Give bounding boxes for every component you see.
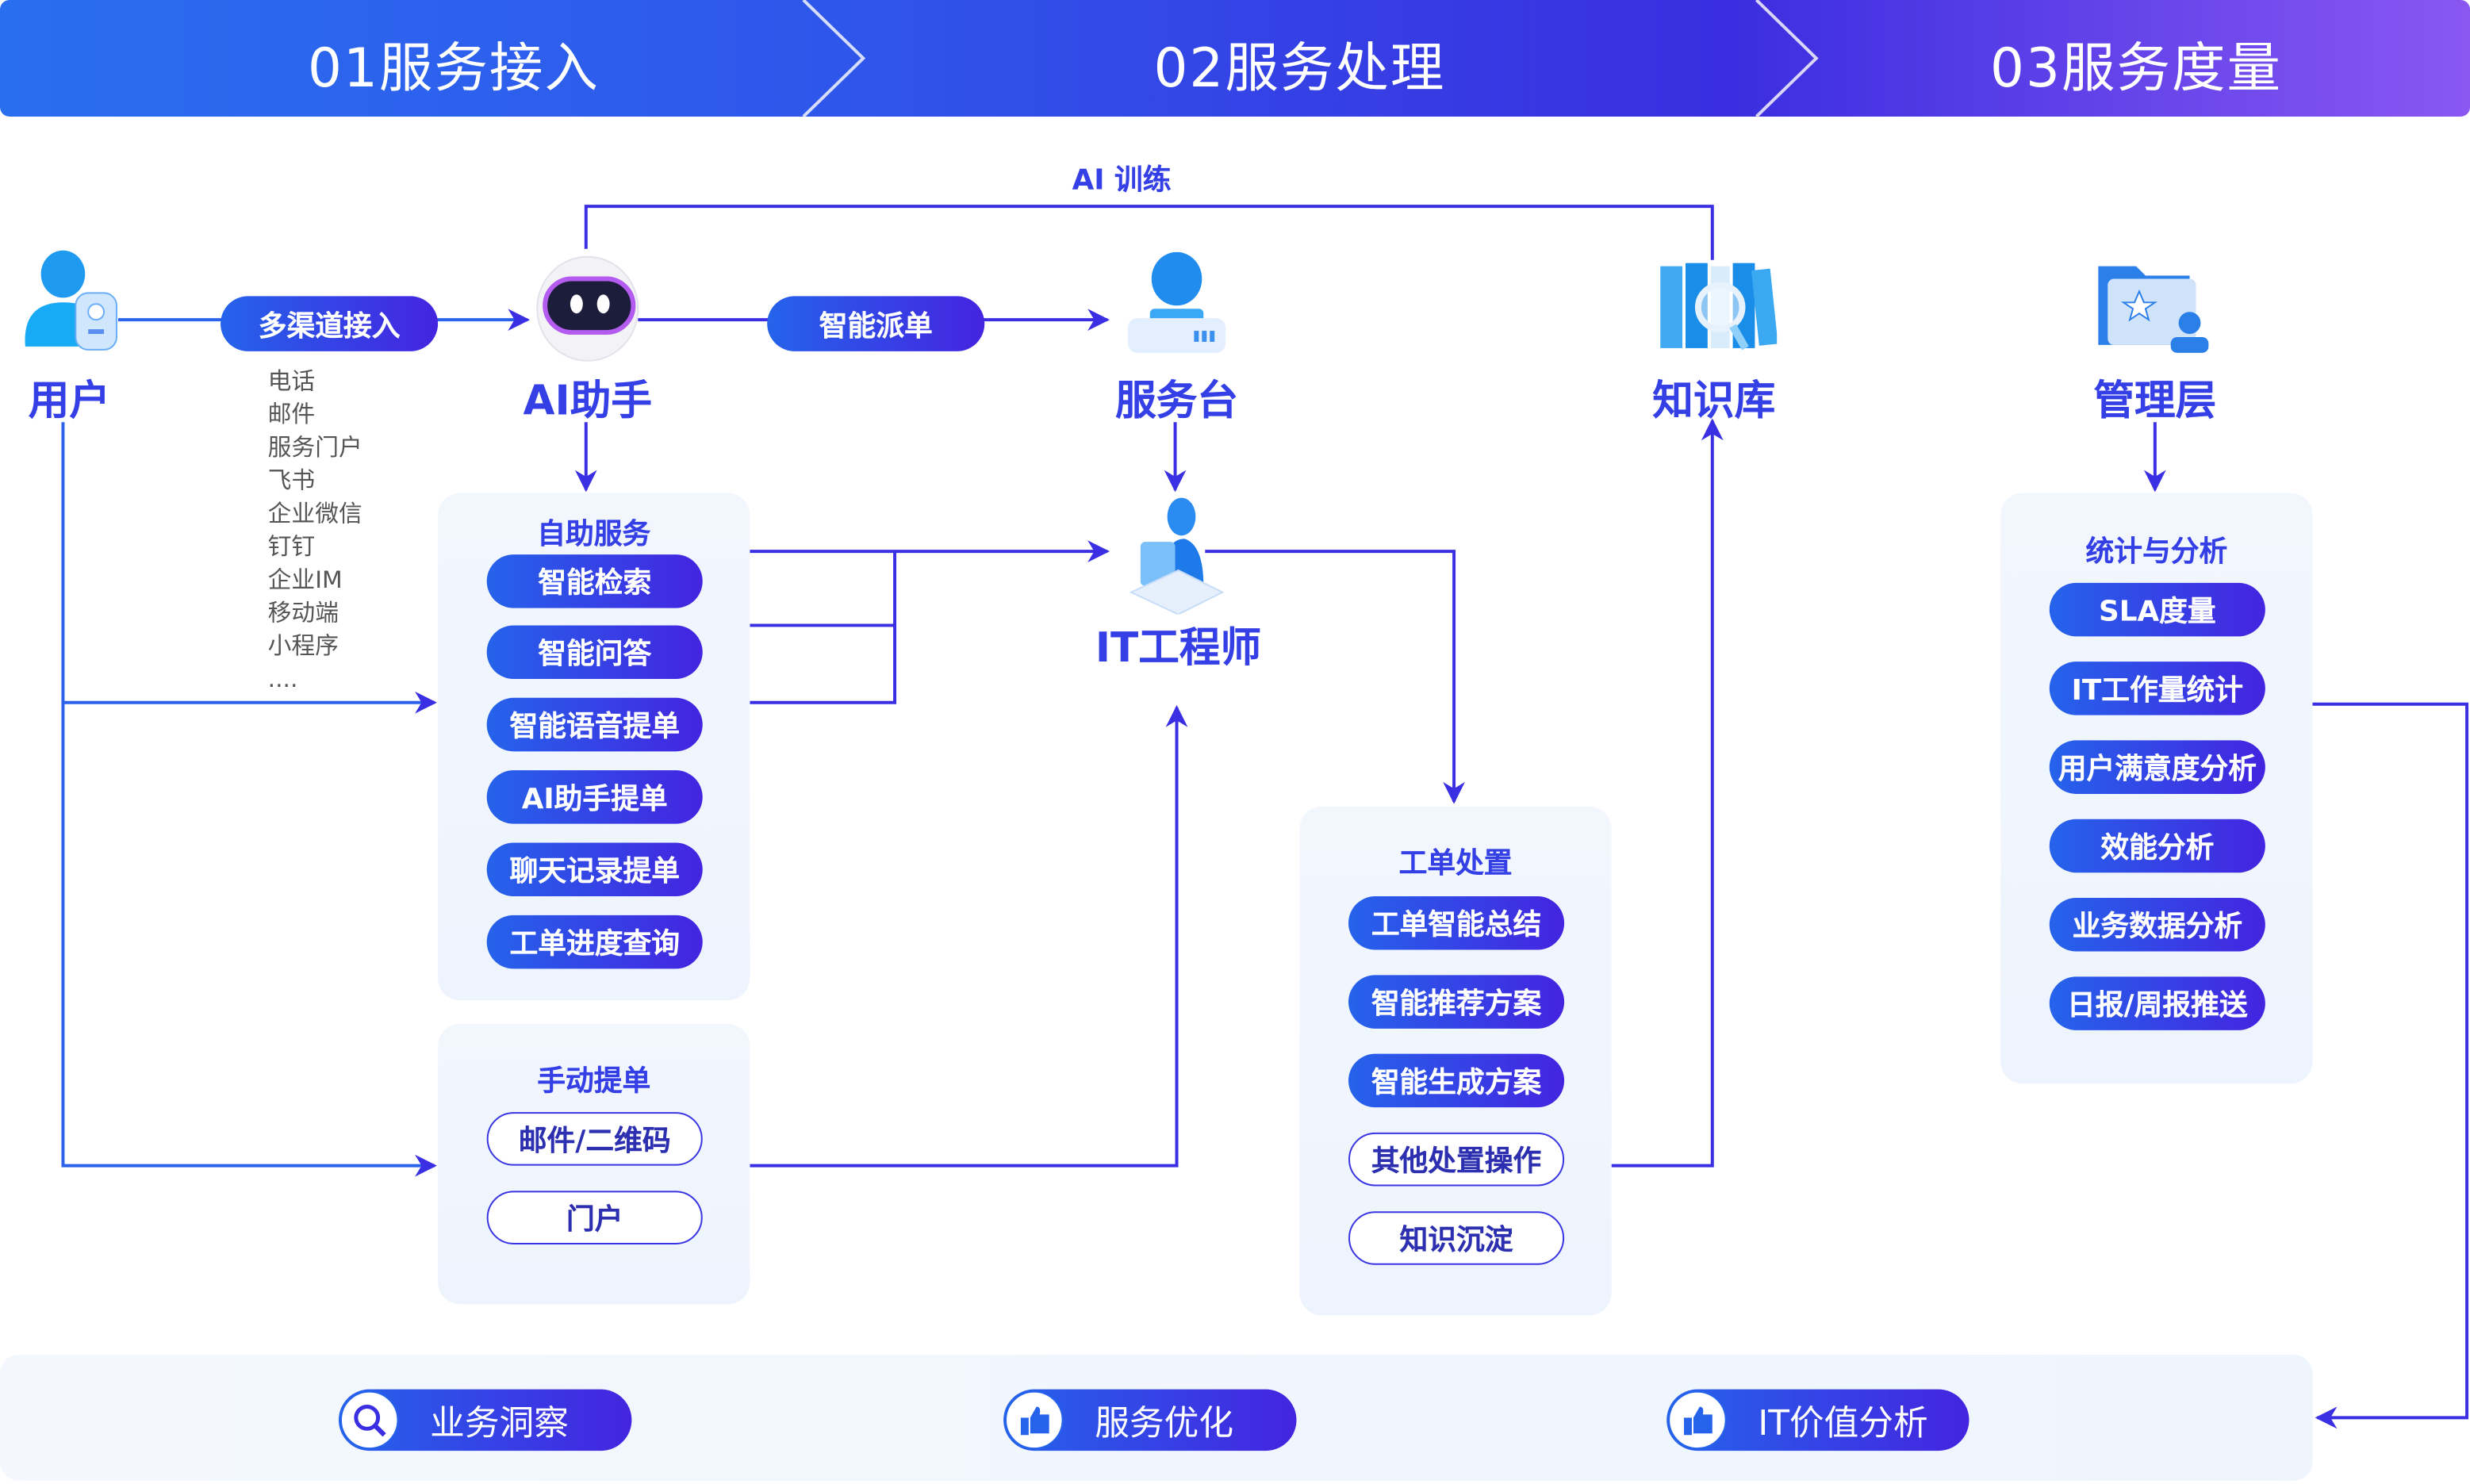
channel-item: 服务门户 [267, 433, 362, 462]
ticket-handling-box: 工单处置 工单智能总结 智能推荐方案 智能生成方案 其他处置操作 知识沉淀 [1299, 806, 1612, 1316]
self-service-item[interactable]: AI助手提单 [486, 770, 703, 824]
analytics-title: 统计与分析 [2085, 535, 2228, 569]
line-manual-to-engineer [750, 704, 1188, 1168]
self-service-item[interactable]: 智能问答 [486, 625, 703, 679]
self-service-item[interactable]: 智能检索 [486, 554, 703, 608]
line-user-to-self-service [61, 422, 437, 714]
outcome-label: 服务优化 [1095, 1404, 1234, 1444]
ticket-handling-item[interactable]: 其他处置操作 [1348, 1132, 1565, 1187]
channel-item: 移动端 [267, 598, 339, 627]
channel-item: .... [267, 665, 298, 693]
stage-1-title: 01服务接入 [307, 37, 600, 102]
line-analytics-to-outcomes [2312, 702, 2469, 1429]
it-engineer-label: IT工程师 [1095, 625, 1262, 673]
knowledge-base-label: 知识库 [1652, 378, 1776, 426]
analytics-item[interactable]: IT工作量统计 [2049, 661, 2265, 715]
manual-ticket-title: 手动提单 [537, 1064, 651, 1099]
thumbs-up-icon [1005, 1390, 1064, 1450]
stage-chevrons [802, 0, 1819, 117]
ai-assistant-label: AI助手 [523, 378, 653, 426]
management-label: 管理层 [2093, 378, 2217, 426]
channel-item: 企业IM [267, 565, 343, 594]
analytics-item[interactable]: 效能分析 [2049, 819, 2265, 873]
ticket-handling-item[interactable]: 工单智能总结 [1348, 896, 1565, 950]
analytics-item[interactable]: 日报/周报推送 [2049, 976, 2265, 1030]
line-engineer-to-ticket [1205, 550, 1465, 804]
self-service-item[interactable]: 聊天记录提单 [486, 842, 703, 897]
ticket-handling-title: 工单处置 [1398, 847, 1513, 881]
management-icon [2098, 266, 2209, 353]
self-service-item[interactable]: 智能语音提单 [486, 697, 703, 752]
self-service-box: 自助服务 智能检索 智能问答 智能语音提单 AI助手提单 聊天记录提单 工单进度… [438, 493, 750, 1001]
thumbs-up-icon [1668, 1390, 1727, 1450]
self-service-item[interactable]: 工单进度查询 [486, 915, 703, 969]
channel-item: 邮件 [267, 400, 316, 429]
service-desk-label: 服务台 [1115, 378, 1239, 426]
dispatch-pill: 智能派单 [767, 296, 985, 351]
channel-list: 电话 邮件 服务门户 飞书 企业微信 钉钉 企业IM 移动端 小程序 .... [268, 366, 362, 696]
line-ai-training [584, 205, 1714, 260]
robot-icon [536, 255, 639, 362]
it-engineer-icon [1129, 497, 1225, 615]
analytics-box: 统计与分析 SLA度量 IT工作量统计 用户满意度分析 效能分析 业务数据分析 … [2000, 493, 2313, 1084]
ticket-handling-item[interactable]: 智能生成方案 [1348, 1053, 1565, 1108]
channel-item: 钉钉 [267, 532, 316, 562]
analytics-item[interactable]: SLA度量 [2049, 582, 2265, 637]
line-self-service-merge [750, 551, 897, 704]
magnifier-icon [339, 1390, 399, 1450]
ticket-handling-item[interactable]: 知识沉淀 [1348, 1211, 1565, 1265]
self-service-title: 自助服务 [537, 518, 651, 552]
channel-item: 飞书 [267, 466, 316, 495]
analytics-item[interactable]: 业务数据分析 [2049, 898, 2265, 952]
stage-2-title: 02服务处理 [1153, 37, 1446, 102]
outcome-it-value-analysis: IT价值分析 [1666, 1389, 1969, 1451]
manual-ticket-item[interactable]: 邮件/二维码 [486, 1112, 703, 1166]
channel-item: 小程序 [267, 631, 339, 661]
stage-3-title: 03服务度量 [1990, 37, 2282, 102]
outcome-label: 业务洞察 [430, 1404, 569, 1444]
channel-item: 企业微信 [267, 499, 362, 528]
manual-ticket-box: 手动提单 邮件/二维码 门户 [438, 1023, 750, 1305]
service-desk-icon [1127, 251, 1226, 353]
outcome-service-optimization: 服务优化 [1003, 1389, 1297, 1451]
manual-ticket-item[interactable]: 门户 [486, 1191, 703, 1244]
stage-header: 01服务接入 02服务处理 03服务度量 [0, 0, 2470, 117]
line-ticket-to-kb [1611, 418, 1724, 1168]
user-label: 用户 [28, 378, 111, 426]
outcome-business-insight: 业务洞察 [338, 1389, 632, 1451]
ai-training-label: AI 训练 [1072, 163, 1172, 197]
line-user-to-manual [61, 702, 437, 1177]
outcome-label: IT价值分析 [1758, 1404, 1928, 1444]
user-icon [25, 250, 117, 351]
ticket-handling-item[interactable]: 智能推荐方案 [1348, 975, 1565, 1029]
channel-item: 电话 [267, 366, 316, 396]
multichannel-pill: 多渠道接入 [221, 296, 439, 351]
analytics-item[interactable]: 用户满意度分析 [2049, 740, 2265, 794]
knowledge-base-icon [1660, 263, 1778, 351]
